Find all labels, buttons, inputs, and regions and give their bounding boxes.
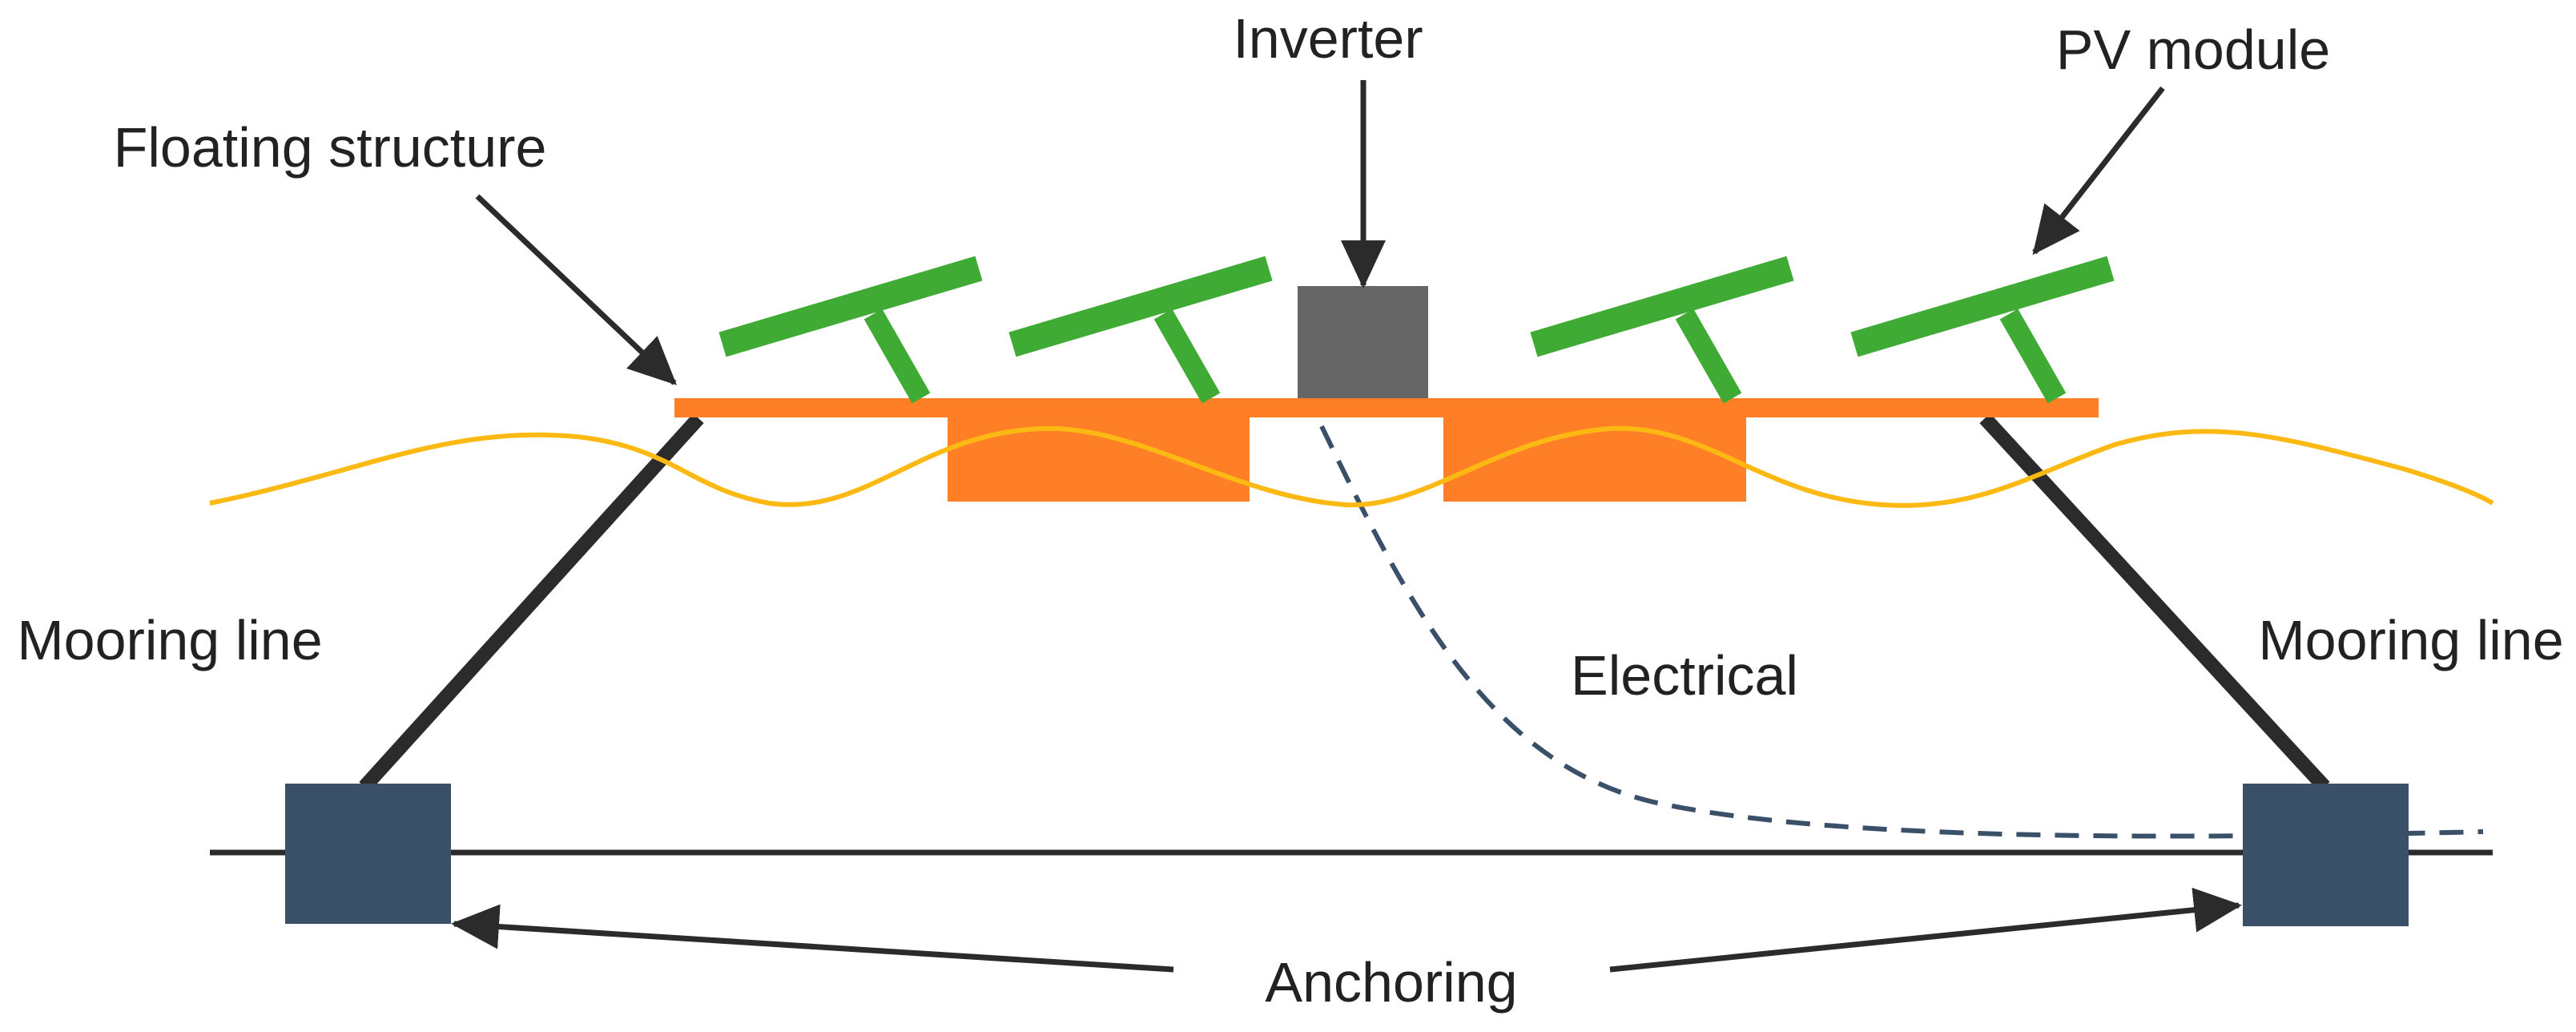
inverter-box [1298, 286, 1428, 398]
anchoring-arrow-left [451, 904, 1174, 973]
anchor-left [285, 784, 451, 924]
floating-structure-arrow [475, 194, 677, 385]
pv-module-4 [1850, 256, 2115, 404]
inverter-label: Inverter [1233, 7, 1423, 70]
floating-structure-label: Floating structure [114, 116, 547, 179]
pv-module-2 [1008, 256, 1273, 404]
mooring-line-right-label: Mooring line [2258, 609, 2563, 671]
mooring-line-left [359, 413, 704, 792]
anchor-right [2243, 784, 2409, 926]
pv-module-label: PV module [2056, 18, 2330, 81]
float-left [948, 415, 1250, 502]
anchoring-arrow-right [1609, 887, 2242, 973]
electrical-label: Electrical [1571, 644, 1798, 707]
water-surface-wave [209, 425, 2494, 508]
pv-module-arrow [2032, 86, 2165, 256]
pv-module-3 [1530, 256, 1794, 404]
anchoring-label: Anchoring [1265, 951, 1517, 1014]
mooring-line-left-label: Mooring line [17, 609, 322, 671]
electrical-cable [1319, 425, 2484, 839]
floating-structure-deck [674, 398, 2099, 417]
pv-module-1 [718, 256, 983, 404]
mooring-line-right [1979, 413, 2330, 792]
